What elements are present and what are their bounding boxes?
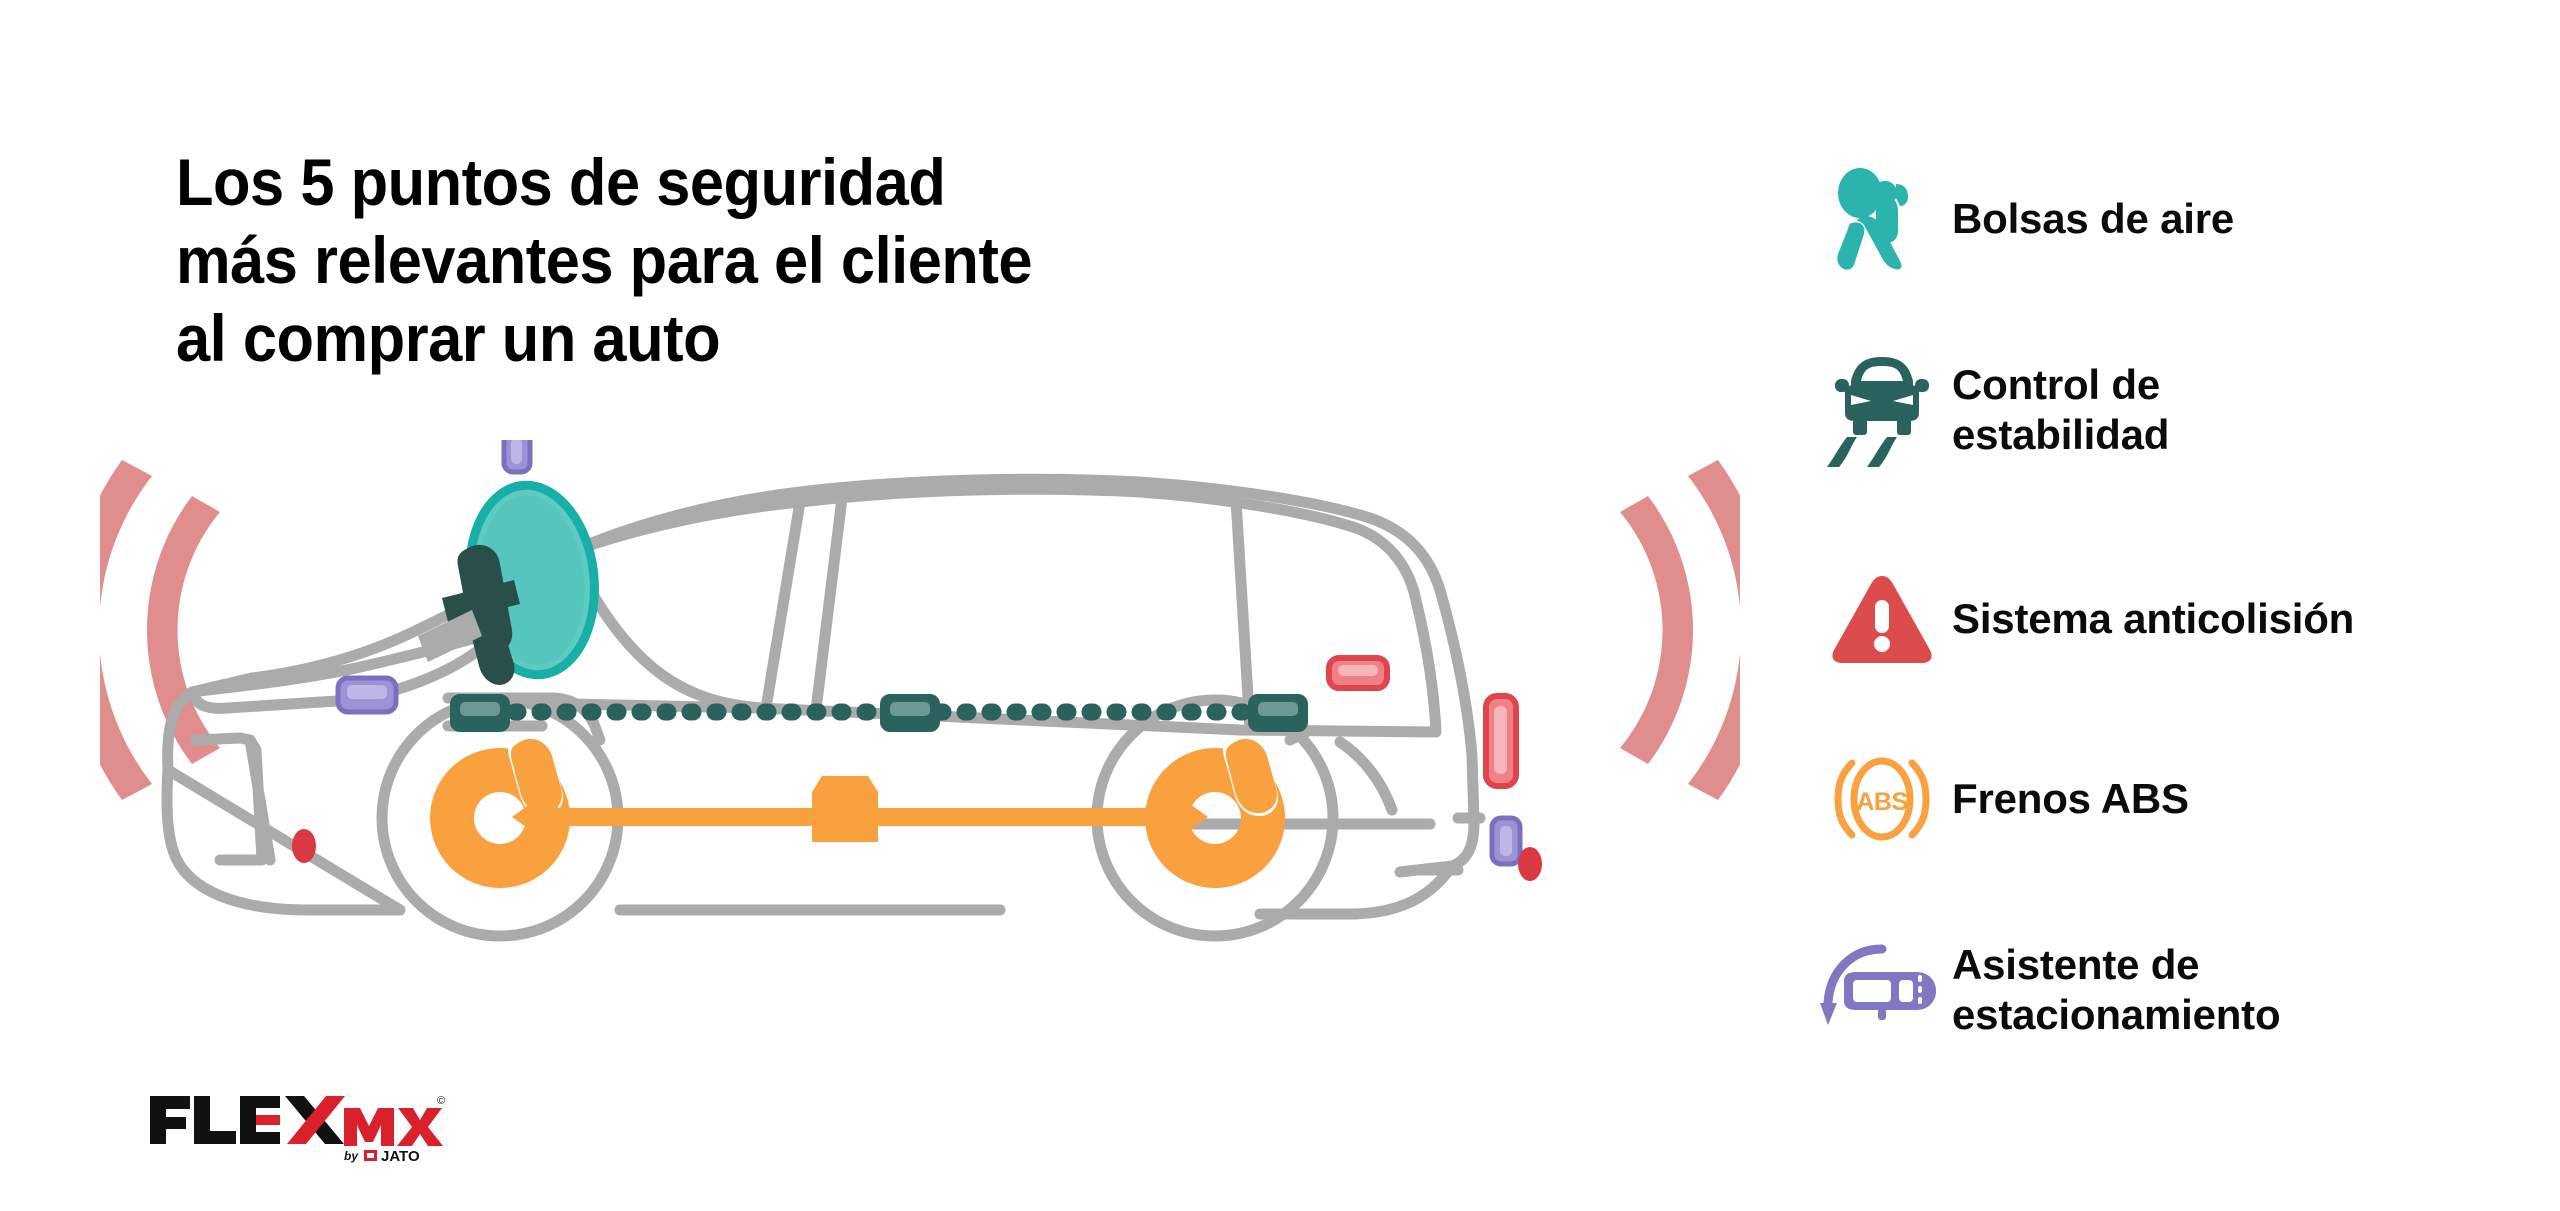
legend-item-parking-assist[interactable]: Asistente de estacionamiento: [1812, 920, 2532, 1060]
svg-text:ABS: ABS: [1856, 788, 1907, 816]
legend-label-airbags: Bolsas de aire: [1952, 195, 2235, 242]
legend-item-airbags[interactable]: Bolsas de aire: [1812, 160, 2532, 278]
legend-item-abs[interactable]: ABS Frenos ABS: [1812, 740, 2532, 858]
legend-item-stability-control[interactable]: Control de estabilidad: [1812, 340, 2532, 480]
abs-brake-disc-rear: [1145, 736, 1286, 888]
headline-line-1: Los 5 puntos de seguridad: [176, 145, 946, 219]
collision-waves-rear: [1620, 460, 1740, 800]
legend-label-anticollision: Sistema anticolisión: [1952, 595, 2355, 642]
legend-label-stability-control: Control de estabilidad: [1952, 361, 2170, 458]
abs-brake-line: [512, 776, 1208, 850]
steering-wheel: [442, 544, 520, 685]
logo-brand: JATO: [381, 1148, 420, 1164]
rear-tail-light: [1483, 693, 1519, 789]
front-marker-light: [292, 829, 316, 863]
abs-brake-disc-front: [430, 736, 571, 888]
legend-label-abs: Frenos ABS: [1952, 775, 2189, 822]
abs-icon: ABS: [1812, 740, 1952, 858]
legend-label-parking-assist: Asistente de estacionamiento: [1952, 941, 2281, 1038]
headline-line-3: al comprar un auto: [176, 301, 721, 375]
flexmx-logo[interactable]: © by JATO: [148, 1092, 448, 1164]
airbag-icon: [1812, 160, 1952, 278]
warning-triangle-icon: [1812, 560, 1952, 678]
headline-line-2: más relevantes para el cliente: [176, 223, 1033, 297]
parking-sensor-roof: [501, 440, 533, 475]
legend-item-anticollision[interactable]: Sistema anticolisión: [1812, 560, 2532, 678]
stability-control-line: [450, 694, 1308, 732]
logo-byline: by: [344, 1149, 359, 1163]
parking-assist-icon: [1812, 931, 1952, 1049]
rear-marker-light: [1518, 847, 1542, 881]
steering-column: [418, 610, 482, 662]
stability-control-icon: [1812, 351, 1952, 469]
page-title: Los 5 puntos de seguridad más relevantes…: [176, 143, 1476, 377]
parking-sensor-rear: [1489, 815, 1523, 867]
parking-sensor-front-sill: [335, 675, 399, 715]
logo-copyright: ©: [437, 1095, 445, 1107]
rear-brake-light-bar: [1326, 655, 1390, 691]
safety-features-legend: Bolsas de aire: [1812, 160, 2532, 1100]
car-safety-diagram: [100, 440, 1740, 960]
collision-waves-front: [100, 460, 220, 800]
